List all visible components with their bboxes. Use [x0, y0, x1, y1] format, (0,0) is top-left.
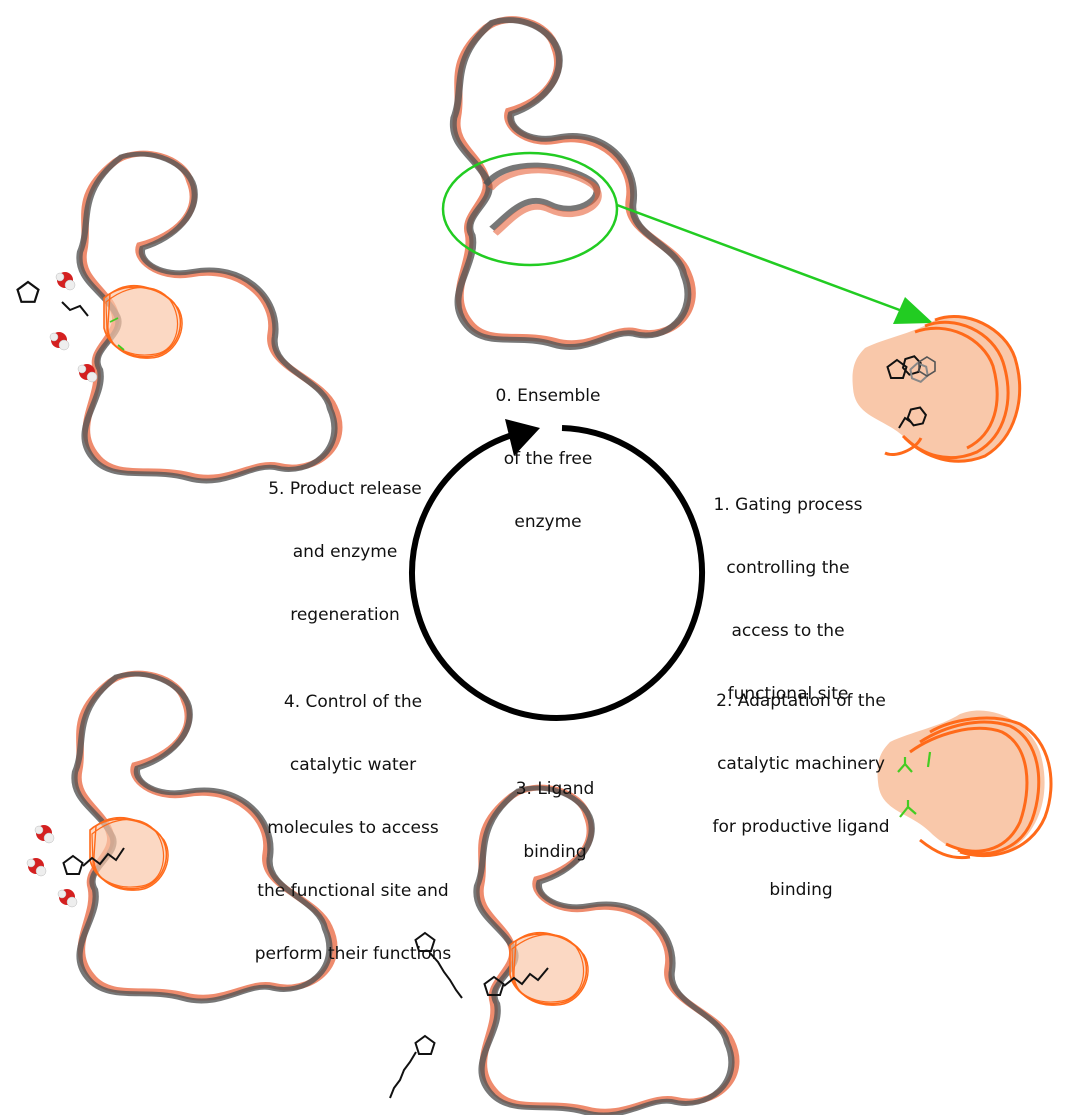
- bound-ligand-icon: [62, 855, 84, 875]
- step-1-line: access to the: [731, 621, 845, 641]
- zoom-arrowhead: [893, 297, 933, 324]
- step-2-label: 2. Adaptation of the catalytic machinery…: [690, 649, 912, 922]
- step-1-line: 1. Gating process: [713, 495, 863, 515]
- enzyme-state-0: [453, 20, 692, 347]
- step-3-label: 3. Ligand binding: [490, 737, 620, 884]
- step-0-line: of the free: [503, 449, 593, 469]
- step-1-label: 1. Gating process controlling the access…: [688, 453, 888, 726]
- catalytic-detail-site: [877, 710, 1053, 860]
- gate-highlight-ellipse: [441, 151, 619, 267]
- water-molecule-icon: [55, 271, 76, 291]
- step-4-line: molecules to access: [267, 818, 439, 838]
- water-molecule-icon: [49, 331, 70, 351]
- active-site-4: [89, 816, 169, 891]
- step-3-line: binding: [523, 842, 587, 862]
- water-molecule-icon: [26, 857, 47, 877]
- water-molecule-icon: [57, 888, 78, 908]
- step-5-label: 5. Product release and enzyme regenerati…: [250, 437, 440, 647]
- step-4-line: 4. Control of the: [283, 692, 423, 712]
- active-site-3: [509, 931, 589, 1006]
- gate-detail-site: [852, 314, 1022, 463]
- step-2-line: binding: [769, 880, 833, 900]
- step-0-line: 0. Ensemble: [495, 386, 601, 406]
- product-ligand-icon: [16, 280, 40, 303]
- step-5-line: regeneration: [290, 605, 400, 625]
- cycle-arrowhead: [505, 419, 540, 456]
- step-4-line: perform their functions: [254, 944, 452, 964]
- step-3-line: 3. Ligand: [515, 779, 595, 799]
- free-ligand-icon: [414, 1035, 436, 1055]
- cycle-arrow-icon: [409, 425, 706, 721]
- active-site-5: [103, 284, 183, 359]
- water-molecule-icon: [34, 824, 55, 844]
- step-4-label: 4. Control of the catalytic water molecu…: [238, 650, 468, 986]
- step-1-line: functional site: [727, 684, 849, 704]
- step-2-line: catalytic machinery: [717, 754, 885, 774]
- step-4-line: catalytic water: [289, 755, 417, 775]
- step-2-line: for productive ligand: [712, 817, 890, 837]
- step-5-line: 5. Product release: [268, 479, 422, 499]
- step-0-line: enzyme: [514, 512, 582, 532]
- zoom-arrow-icon: [616, 203, 914, 317]
- step-1-line: controlling the: [726, 558, 850, 578]
- step-2-line: 2. Adaptation of the: [716, 691, 886, 711]
- step-0-label: 0. Ensemble of the free enzyme: [468, 344, 628, 554]
- step-4-line: the functional site and: [257, 881, 449, 901]
- step-5-line: and enzyme: [292, 542, 398, 562]
